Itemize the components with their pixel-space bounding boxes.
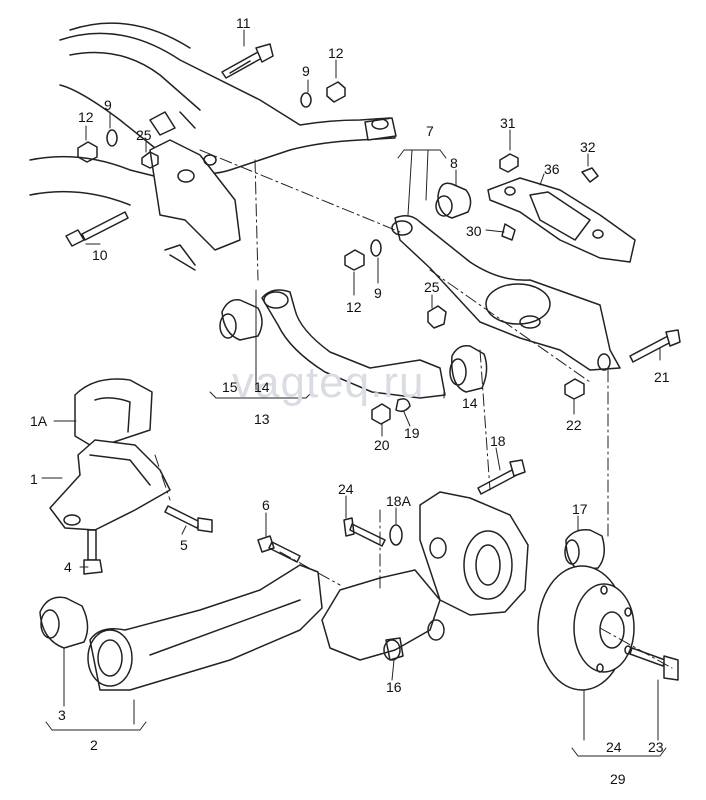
control-arm-13 (261, 289, 446, 399)
bush-17 (564, 528, 605, 571)
bolt-11 (221, 43, 274, 79)
callout-1: 1 (30, 471, 38, 487)
callout-1A: 1A (30, 413, 48, 429)
nut-12-mid (344, 249, 365, 271)
nut-12-top (326, 81, 346, 103)
nut-12-left (77, 141, 98, 163)
clip-18A (389, 524, 403, 546)
callout-2: 2 (90, 737, 98, 753)
bush-8 (435, 182, 472, 219)
callout-6: 6 (262, 497, 270, 513)
bush-3 (39, 596, 89, 649)
callout-12: 12 (346, 299, 362, 315)
bolt-23 (629, 647, 679, 681)
callout-8: 8 (450, 155, 458, 171)
callout-12: 12 (78, 109, 94, 125)
clip-19 (395, 398, 411, 413)
callout-32: 32 (580, 139, 596, 155)
callout-29: 29 (610, 771, 626, 787)
callout-24: 24 (606, 739, 622, 755)
nut-22 (564, 378, 585, 400)
callout-18A: 18A (386, 493, 411, 509)
bracket-36 (487, 177, 636, 263)
callout-14: 14 (462, 395, 478, 411)
bolt-10 (65, 211, 129, 247)
bolt-21 (629, 329, 681, 363)
callout-19: 19 (404, 425, 420, 441)
callout-4: 4 (64, 559, 72, 575)
bush-16 (385, 637, 404, 661)
callout-25: 25 (136, 127, 152, 143)
bush-25-mid (427, 305, 447, 329)
assembly-lines (154, 149, 673, 669)
callout-12: 12 (328, 45, 344, 61)
callout-9: 9 (104, 97, 112, 113)
callout-22: 22 (566, 417, 582, 433)
watermark-text: vagteq.ru (232, 358, 425, 407)
callout-16: 16 (386, 679, 402, 695)
callout-31: 31 (500, 115, 516, 131)
washer-9-mid (370, 239, 382, 257)
spring-plate-1 (49, 439, 171, 531)
bolt-4 (83, 529, 103, 575)
trailing-arm-2 (87, 564, 323, 691)
group-brackets (45, 149, 667, 757)
washer-9-top (300, 92, 312, 108)
callout-21: 21 (654, 369, 670, 385)
bolt-5 (164, 505, 213, 533)
control-arm-7 (391, 215, 621, 371)
bolt-6 (257, 535, 301, 563)
washer-9-left (106, 129, 118, 147)
callout-9: 9 (302, 63, 310, 79)
bush-25-left (141, 151, 159, 169)
callout-20: 20 (374, 437, 390, 453)
callout-30: 30 (466, 223, 482, 239)
nut-20 (371, 403, 391, 425)
bush-15 (219, 299, 263, 341)
callout-13: 13 (254, 411, 270, 427)
callout-10: 10 (92, 247, 108, 263)
wheel-bearing-housing (321, 491, 529, 661)
callout-3: 3 (58, 707, 66, 723)
bolt-18 (477, 459, 526, 495)
callout-25: 25 (424, 279, 440, 295)
callout-14: 14 (254, 379, 270, 395)
callout-11: 11 (236, 15, 251, 31)
bolt-32 (581, 167, 599, 183)
callout-18: 18 (490, 433, 506, 449)
bush-14 (449, 344, 488, 393)
bump-stop-1A (74, 378, 153, 449)
callout-5: 5 (180, 537, 188, 553)
leader-lines (41, 29, 661, 741)
callout-36: 36 (544, 161, 560, 177)
callout-24: 24 (338, 481, 354, 497)
bolt-24-mid (343, 517, 386, 547)
callout-17: 17 (572, 501, 588, 517)
wheel-hub-29 (537, 565, 635, 691)
callout-23: 23 (648, 739, 664, 755)
callout-15: 15 (222, 379, 238, 395)
callout-9: 9 (374, 285, 382, 301)
callout-7: 7 (426, 123, 434, 139)
subframe-crossmember (29, 22, 397, 271)
bolt-31 (499, 153, 519, 173)
